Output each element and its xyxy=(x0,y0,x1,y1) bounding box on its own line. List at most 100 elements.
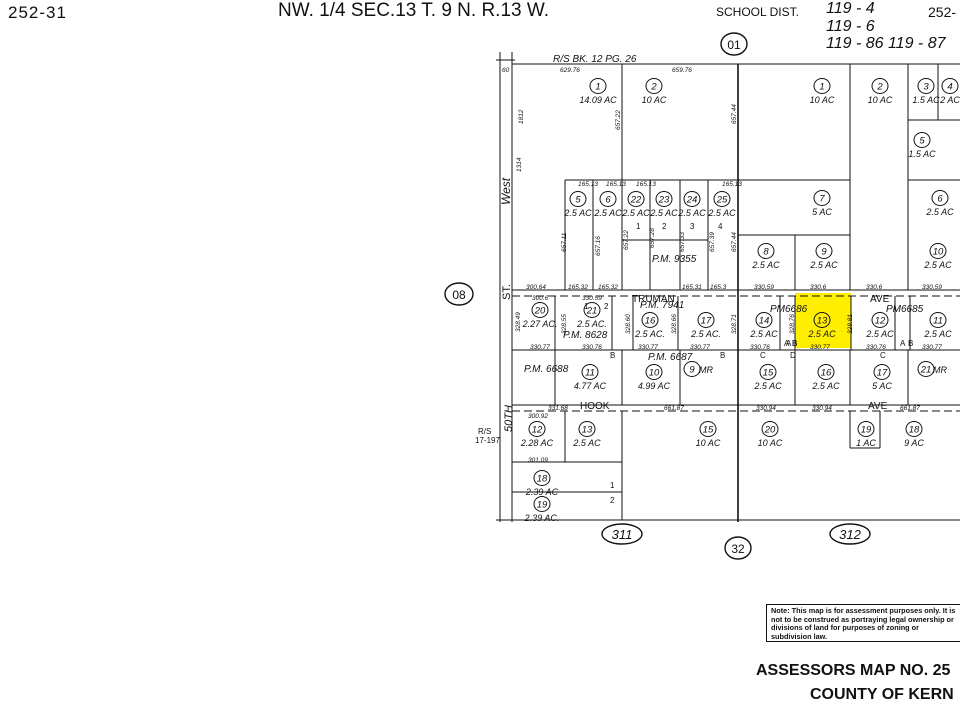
parcel-24[interactable]: 242.5 AC xyxy=(677,191,706,219)
parcel-acreage: 10 AC xyxy=(758,438,783,448)
parcel-acreage: 2.5 AC xyxy=(593,208,622,218)
parcel-number: 15 xyxy=(703,425,714,436)
parcel-20[interactable]: 202.27 AC. xyxy=(522,302,558,330)
parcel-acreage: 10 AC xyxy=(696,438,721,448)
parcel-25[interactable]: 252.5 AC xyxy=(707,191,736,219)
parcel-number-circle xyxy=(683,191,701,207)
lot-letter: 1 xyxy=(636,222,641,231)
parcel-18[interactable]: 189 AC xyxy=(904,421,924,449)
parcel-acreage: 2.5 AC xyxy=(563,208,592,218)
parcel-acreage: 14.09 AC xyxy=(579,95,617,105)
street-labels: West ST. 50TH TRUMAN AVE HOOK AVE R/S 17… xyxy=(475,54,890,445)
map-ref-311[interactable] xyxy=(601,523,643,545)
dimension-label: 330.77 xyxy=(690,344,710,351)
lot-letter: B xyxy=(792,339,797,348)
parcel-13[interactable]: 132.5 AC xyxy=(807,312,836,340)
parcel-acreage: 10 AC xyxy=(642,95,667,105)
parcel-10[interactable]: 104.99 AC xyxy=(638,364,671,392)
parcel-21[interactable]: 212.5 AC. xyxy=(576,302,607,330)
parcel-5[interactable]: 51.5 AC xyxy=(908,132,936,160)
parcel-11[interactable]: 114.77 AC xyxy=(574,364,607,392)
parcel-4[interactable]: 42 AC xyxy=(939,78,960,106)
parcel-acreage: 2.5 AC. xyxy=(576,319,607,329)
parcel-16[interactable]: 162.5 AC xyxy=(811,364,840,392)
dimension-label: 328.60 xyxy=(625,314,632,334)
parcel-8[interactable]: 82.5 AC xyxy=(751,243,780,271)
parcel-number-circle xyxy=(583,302,601,318)
parcel-23[interactable]: 23 2.5 AC xyxy=(649,191,678,219)
parcel-acreage: 2.5 AC xyxy=(811,381,840,391)
parcel-number: 12 xyxy=(875,316,886,327)
parcel-6[interactable]: 62.5 AC xyxy=(925,190,954,218)
dimension-label: 661.87 xyxy=(900,405,920,412)
parcel-acreage: 2.5 AC xyxy=(751,260,780,270)
parcel-19[interactable]: 192.39 AC. xyxy=(524,496,560,524)
parcel-acreage: MR xyxy=(933,365,947,375)
lot-letter: B xyxy=(908,339,913,348)
parcel-12[interactable]: 122.28 AC xyxy=(520,421,554,449)
parcel-7[interactable]: 75 AC xyxy=(812,190,832,218)
map-ref-32[interactable] xyxy=(724,536,752,560)
parcel-acreage: 9 AC xyxy=(904,438,924,448)
parcel-1[interactable]: 110 AC xyxy=(810,78,835,106)
parcel-number-circle xyxy=(627,191,645,207)
map-ref-312[interactable] xyxy=(829,523,871,545)
svg-text:P.M. 9355: P.M. 9355 xyxy=(652,254,697,265)
svg-text:PM6685: PM6685 xyxy=(886,304,924,315)
parcel-13-highlight[interactable] xyxy=(795,293,851,348)
parcel-number: 23 xyxy=(658,195,670,206)
parcel-acreage: 2.5 AC xyxy=(677,208,706,218)
parcel-16[interactable]: 162.5 AC. xyxy=(634,312,665,340)
parcel-acreage: 2.27 AC. xyxy=(522,319,558,329)
parcel-12[interactable]: 12 2.5 AC xyxy=(865,312,894,340)
parcel-11[interactable]: 112.5 AC xyxy=(923,312,952,340)
dimension-label: 301.09 xyxy=(528,457,548,464)
parcel-number-circle xyxy=(857,421,875,437)
dimension-label: 657.44 xyxy=(731,104,738,124)
parcel-3[interactable]: 31.5 AC xyxy=(912,78,940,106)
parcel-number-circle xyxy=(641,312,659,328)
parcel-acreage: 2.39 AC xyxy=(525,487,559,497)
parcel-number: 11 xyxy=(933,316,943,327)
parcel-acreage: 2.5 AC xyxy=(809,260,838,270)
parcel-15[interactable]: 15 10 AC xyxy=(696,421,721,449)
parcel-acreage: 2.5 AC xyxy=(865,329,894,339)
map-ref-01[interactable] xyxy=(720,32,748,56)
parcel-acreage: 1 AC xyxy=(856,438,876,448)
parcel-6[interactable]: 62.5 AC xyxy=(593,191,622,219)
parcel-22[interactable]: 222.5 AC xyxy=(621,191,650,219)
svg-text:P.M. 7941: P.M. 7941 xyxy=(640,300,684,311)
parcel-number-circle xyxy=(929,243,947,259)
parcel-5[interactable]: 52.5 AC xyxy=(563,191,592,219)
parcel-9[interactable]: 92.5 AC xyxy=(809,243,838,271)
parcel-number: 14 xyxy=(759,316,770,327)
parcel-acreage: 4.99 AC xyxy=(638,381,671,391)
map-ref-08[interactable] xyxy=(444,282,474,306)
truman-label: TRUMAN xyxy=(632,294,675,305)
parcel-14[interactable]: 14 2.5 AC xyxy=(749,312,778,340)
dimension-label: 1812 xyxy=(518,109,525,124)
west-st-label: West xyxy=(499,177,513,205)
parcel-2[interactable]: 210 AC xyxy=(868,78,893,106)
parcel-number-circle xyxy=(655,191,673,207)
parcel-1[interactable]: 1 14.09 AC xyxy=(579,78,617,106)
parcel-18[interactable]: 182.39 AC xyxy=(525,470,559,498)
parcel-19[interactable]: 191 AC xyxy=(856,421,876,449)
parcel-number: 2 xyxy=(876,82,883,93)
dimension-label: 657.33 xyxy=(679,232,686,252)
parcel-number: 1 xyxy=(595,82,600,93)
parcel-17[interactable]: 175 AC xyxy=(872,364,892,392)
parcel-10[interactable]: 102.5 AC xyxy=(923,243,952,271)
svg-text:32: 32 xyxy=(731,542,745,556)
parcel-acreage: 2.5 AC xyxy=(749,329,778,339)
parcel-15[interactable]: 152.5 AC xyxy=(753,364,782,392)
parcel-13[interactable]: 132.5 AC xyxy=(572,421,601,449)
parcel-17[interactable]: 172.5 AC. xyxy=(690,312,721,340)
rs-ref-1: R/S xyxy=(478,427,491,436)
parcel-2[interactable]: 210 AC xyxy=(642,78,667,106)
parcel-acreage: 2.5 AC xyxy=(649,208,678,218)
